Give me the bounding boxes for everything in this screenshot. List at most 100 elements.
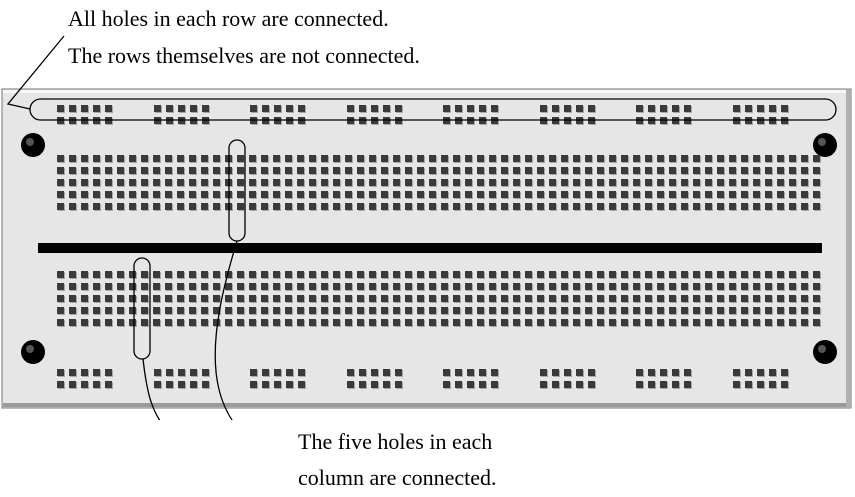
terminal-hole <box>693 179 700 186</box>
terminal-hole <box>741 155 748 162</box>
terminal-hole <box>777 179 784 186</box>
terminal-hole <box>333 283 340 290</box>
rail-hole <box>395 369 402 376</box>
terminal-hole <box>189 179 196 186</box>
terminal-hole <box>453 191 460 198</box>
terminal-hole <box>333 271 340 278</box>
terminal-hole <box>609 295 616 302</box>
mounting-holes <box>21 133 837 364</box>
terminal-hole <box>225 319 232 326</box>
terminal-hole <box>549 307 556 314</box>
rail-hole <box>672 105 679 112</box>
terminal-hole <box>141 167 148 174</box>
terminal-hole <box>753 203 760 210</box>
terminal-hole <box>69 203 76 210</box>
terminal-hole <box>477 271 484 278</box>
rail-hole <box>202 381 209 388</box>
terminal-hole <box>405 271 412 278</box>
row-leader-line <box>6 35 65 110</box>
terminal-hole <box>237 191 244 198</box>
rail-hole <box>166 369 173 376</box>
terminal-hole <box>717 295 724 302</box>
terminal-hole <box>81 203 88 210</box>
terminal-hole <box>489 167 496 174</box>
terminal-hole <box>189 319 196 326</box>
terminal-hole <box>345 191 352 198</box>
terminal-hole <box>609 271 616 278</box>
rail-hole <box>190 105 197 112</box>
terminal-hole <box>69 155 76 162</box>
terminal-hole <box>813 283 820 290</box>
terminal-hole <box>93 203 100 210</box>
terminal-hole <box>285 167 292 174</box>
terminal-hole <box>597 271 604 278</box>
terminal-hole <box>345 283 352 290</box>
rail-hole <box>479 105 486 112</box>
rail-hole <box>178 369 185 376</box>
terminal-hole <box>477 203 484 210</box>
terminal-hole <box>813 203 820 210</box>
terminal-hole <box>201 155 208 162</box>
terminal-hole <box>429 307 436 314</box>
terminal-hole <box>345 271 352 278</box>
terminal-hole <box>717 179 724 186</box>
rail-hole <box>588 105 595 112</box>
terminal-hole <box>777 283 784 290</box>
terminal-hole <box>597 155 604 162</box>
terminal-hole <box>321 179 328 186</box>
terminal-hole <box>777 307 784 314</box>
terminal-hole <box>537 191 544 198</box>
rail-hole <box>455 369 462 376</box>
terminal-hole <box>357 167 364 174</box>
terminal-hole <box>333 203 340 210</box>
terminal-hole <box>261 271 268 278</box>
terminal-hole <box>657 295 664 302</box>
terminal-hole <box>561 271 568 278</box>
terminal-hole <box>669 307 676 314</box>
rail-hole <box>745 381 752 388</box>
terminal-hole <box>417 283 424 290</box>
terminal-hole <box>213 319 220 326</box>
terminal-hole <box>501 191 508 198</box>
terminal-hole <box>669 179 676 186</box>
terminal-hole <box>585 155 592 162</box>
terminal-hole <box>657 191 664 198</box>
terminal-hole <box>669 191 676 198</box>
terminal-hole <box>477 283 484 290</box>
terminal-hole <box>273 191 280 198</box>
terminal-hole <box>777 167 784 174</box>
terminal-hole <box>177 319 184 326</box>
terminal-hole <box>213 179 220 186</box>
terminal-hole <box>501 179 508 186</box>
terminal-hole <box>645 191 652 198</box>
terminal-hole <box>309 155 316 162</box>
terminal-hole <box>57 155 64 162</box>
terminal-hole <box>285 295 292 302</box>
terminal-hole <box>261 155 268 162</box>
terminal-hole <box>177 271 184 278</box>
rail-hole <box>757 381 764 388</box>
rail-hole <box>190 381 197 388</box>
row-note-line2: The rows themselves are not connected. <box>68 43 420 68</box>
terminal-hole <box>513 167 520 174</box>
terminal-hole <box>261 295 268 302</box>
terminal-hole <box>57 167 64 174</box>
terminal-hole <box>69 167 76 174</box>
terminal-hole <box>777 295 784 302</box>
terminal-hole <box>309 307 316 314</box>
terminal-hole <box>657 179 664 186</box>
terminal-hole <box>549 191 556 198</box>
rail-hole <box>69 105 76 112</box>
terminal-hole <box>765 283 772 290</box>
terminal-hole <box>741 179 748 186</box>
terminal-hole <box>93 295 100 302</box>
terminal-hole <box>705 203 712 210</box>
terminal-hole <box>465 203 472 210</box>
terminal-hole <box>381 167 388 174</box>
terminal-hole <box>309 167 316 174</box>
terminal-hole <box>525 271 532 278</box>
terminal-hole <box>177 283 184 290</box>
terminal-hole <box>669 319 676 326</box>
terminal-hole <box>393 307 400 314</box>
terminal-hole <box>693 283 700 290</box>
